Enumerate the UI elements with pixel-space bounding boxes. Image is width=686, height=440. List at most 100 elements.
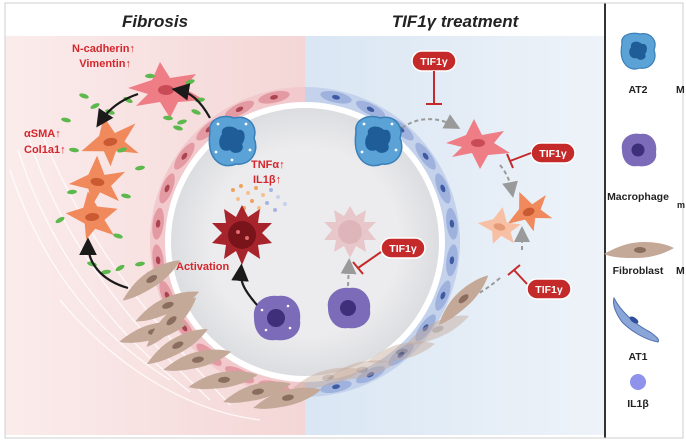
wall-cell-nucleus — [422, 324, 429, 332]
ncadherin-label: N-cadherin↑ — [72, 43, 135, 55]
wall-cell-nucleus — [164, 184, 170, 193]
fibroblast — [163, 349, 232, 371]
ecm-fiber — [113, 233, 123, 239]
frame-border — [4, 2, 684, 439]
ecm-fiber — [101, 269, 111, 275]
at2-cell-right — [354, 115, 403, 167]
cytokine-dots — [231, 184, 287, 212]
legend-at1-icon — [613, 296, 659, 343]
wall-cell-nucleus — [449, 219, 455, 228]
ecm-fiber — [79, 93, 89, 99]
fibroblast — [253, 387, 322, 409]
fibroblasts-left — [119, 260, 322, 409]
fibroblast-activation-arrow — [79, 237, 129, 290]
ecm-fiber — [61, 117, 71, 123]
fibroblasts-right — [293, 275, 489, 389]
legend-macrophage-icon — [621, 133, 657, 167]
mesenchymal-right-2 — [477, 207, 521, 244]
legend-fibroblast-icon — [604, 242, 674, 258]
tif1g-badge-macrophage: TIF1γ — [352, 237, 426, 275]
ecm-fiber — [121, 193, 131, 199]
faded-activated-macrophage — [324, 206, 376, 258]
wall-cell-nucleus — [181, 152, 188, 160]
legend-at2-extra: M — [676, 84, 685, 96]
legend-panel — [605, 3, 686, 438]
fibroblast — [326, 360, 396, 381]
ecm-fiber — [135, 261, 145, 267]
ecm-fiber — [173, 125, 183, 131]
asma-label: αSMA↑ — [24, 128, 61, 140]
ecm-fiber — [145, 73, 155, 79]
tif1g-label: TIF1γ — [389, 243, 417, 255]
ecm-fiber — [117, 147, 127, 153]
fibroblast — [405, 315, 470, 346]
emt-arrow-1 — [171, 83, 211, 119]
fibroblast — [135, 291, 200, 322]
wall-cell-nucleus — [270, 94, 278, 100]
legend-at1-label: AT1 — [628, 351, 647, 363]
wall-cell-nucleus — [440, 291, 446, 300]
tif1g-label: TIF1γ — [535, 284, 563, 296]
fibroblast — [293, 367, 362, 389]
fibrosis-title: Fibrosis — [122, 12, 188, 31]
fibroblast — [122, 260, 181, 301]
macrophage-left — [253, 295, 301, 341]
airspace — [171, 108, 439, 376]
tif1g-label: TIF1γ — [420, 56, 448, 68]
fibroblast — [438, 275, 489, 325]
legend-at2-label: AT2 — [628, 84, 647, 96]
ecm-fiber — [163, 115, 173, 121]
col1a1-label: Col1a1↑ — [24, 144, 66, 156]
ecm-fiber — [90, 103, 100, 109]
tif1g-badge-myofibroblast: TIF1γ — [506, 142, 576, 169]
macrophage-right — [327, 287, 371, 329]
treatment-title: TIF1γ treatment — [392, 12, 520, 31]
wall-cell-nucleus — [332, 94, 340, 100]
legend-macrophage-extra: m — [677, 200, 685, 210]
wall-cell-nucleus — [366, 106, 375, 112]
wall-cell-nucleus — [440, 184, 446, 193]
ecm-fiber — [55, 216, 65, 224]
mesenchymal-right-1 — [507, 191, 553, 232]
wall-cell-nucleus — [422, 152, 429, 160]
wall-cell-nucleus — [155, 256, 161, 265]
legend-il1b-label: IL1β — [627, 398, 649, 410]
il1b-label: IL1β↑ — [253, 174, 281, 186]
activation-label: Activation — [176, 261, 229, 273]
mesenchymal-cell-3 — [65, 191, 118, 240]
ecm-fiber — [191, 109, 201, 115]
fibroblast — [367, 341, 436, 363]
wall-cell-nucleus — [397, 351, 405, 358]
ecm-fibres — [9, 127, 261, 421]
activation-arrow — [231, 263, 258, 306]
myofibroblast-right — [446, 119, 510, 169]
tif1g-badge-fibroblast: TIF1γ — [507, 264, 572, 300]
at2-cell-left — [208, 115, 257, 167]
ecm-fiber — [177, 119, 187, 125]
wall-cell-nucleus — [332, 384, 340, 390]
ecm-fiber — [69, 147, 79, 153]
legend: AT2 M Macrophage m Fibroblast M AT1 IL1β — [604, 32, 685, 410]
blocked-activation-arrow — [340, 258, 357, 287]
legend-fibroblast-extra: M — [676, 265, 685, 277]
tnfa-label: TNFα↑ — [251, 159, 285, 171]
vimentin-label: Vimentin↑ — [79, 58, 131, 70]
tif1g-label: TIF1γ — [539, 148, 567, 160]
wall-cell-nucleus — [366, 372, 375, 378]
ecm-fiber — [135, 165, 145, 171]
legend-at2-icon — [620, 32, 656, 70]
wall-cell-nucleus — [449, 256, 455, 265]
fibroblast — [146, 328, 208, 364]
ecm-fiber — [67, 189, 77, 195]
emt-arrow-2 — [96, 92, 139, 128]
myofibroblast-pink — [128, 62, 204, 118]
wall-cell-nucleus — [155, 219, 161, 228]
wall-cell-nucleus — [235, 106, 244, 112]
tif1g-badge-top: TIF1γ — [411, 50, 457, 105]
mesenchymal-cell-1 — [81, 116, 139, 167]
activated-macrophage — [212, 205, 272, 265]
fibroblast — [223, 381, 292, 403]
legend-fibroblast-label: Fibroblast — [613, 265, 664, 277]
fibroblast — [146, 297, 197, 347]
